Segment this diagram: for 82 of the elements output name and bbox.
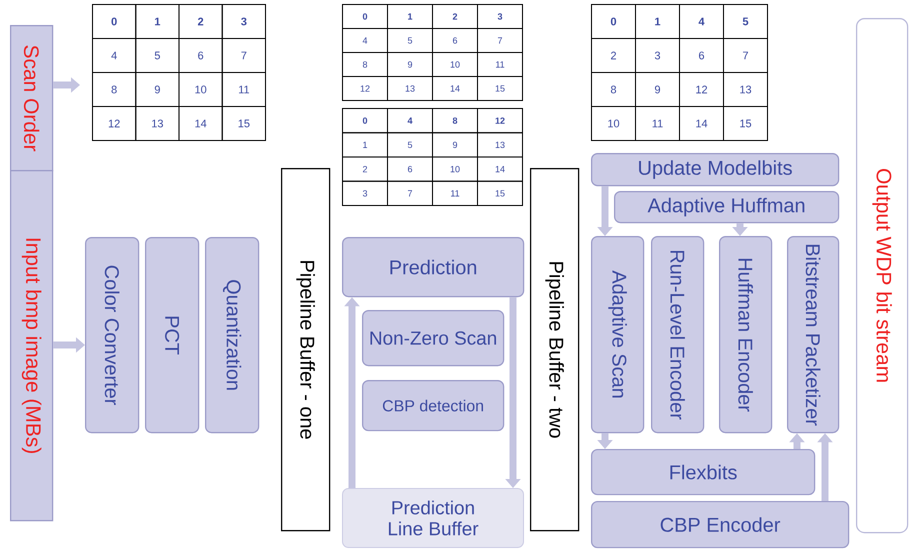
table-cell: 8 [432,108,478,134]
table-cell: 9 [135,72,180,107]
table-cell: 13 [135,106,180,141]
table-cell: 5 [387,28,433,53]
table-cell: 2 [432,4,478,29]
table-cell: 5 [135,38,180,73]
table-cell: 9 [432,132,478,158]
table-cell: 3 [477,4,523,29]
process-box: Color Converter [85,237,140,434]
table-cell: 1 [135,4,180,39]
table-cell: 4 [679,4,724,39]
table-cell: 7 [723,38,768,73]
table-cell: 7 [477,28,523,53]
process-box: CBP detection [362,380,504,432]
table-cell: 8 [92,72,136,107]
table-cell: 3 [342,180,388,206]
process-box: Non-Zero Scan [362,310,504,366]
table-cell: 6 [178,38,223,73]
table-cell: 14 [477,156,523,182]
table-cell: 6 [387,156,433,182]
pipeline-buffer-box: Pipeline Buffer - two [530,168,580,532]
table-cell: 0 [342,4,388,29]
table-cell: 11 [222,72,266,107]
table-cell: 11 [635,106,680,141]
table-cell: 2 [591,38,636,73]
table-cell: 1 [635,4,680,39]
table-cell: 4 [342,28,388,53]
table-cell: 3 [635,38,680,73]
table-cell: 0 [591,4,636,39]
table-cell: 4 [387,108,433,134]
table-cell: 5 [387,132,433,158]
table-cell: 8 [591,72,636,107]
process-box: Update Modelbits [591,153,840,186]
table-cell: 5 [723,4,768,39]
table-cell: 7 [222,38,266,73]
table-cell: 11 [477,52,523,77]
process-box: Bitstream Packetizer [787,236,840,434]
table-cell: 12 [679,72,724,107]
table-cell: 2 [178,4,223,39]
table-cell: 10 [432,52,478,77]
table-cell: 15 [477,180,523,206]
table-cell: 10 [178,72,223,107]
table-cell: 15 [222,106,266,141]
table-cell: 0 [342,108,388,134]
table-cell: 14 [679,106,724,141]
table-cell: 13 [723,72,768,107]
table-cell: 14 [432,76,478,101]
process-box: Prediction [342,237,524,298]
table-cell: 8 [342,52,388,77]
process-box: CBP Encoder [591,501,850,548]
process-box: PCT [145,237,200,434]
table-cell: 1 [387,4,433,29]
table-cell: 6 [679,38,724,73]
table-cell: 9 [635,72,680,107]
table-cell: 12 [92,106,136,141]
process-box: Flexbits [591,449,816,496]
table-cell: 2 [342,156,388,182]
output-box: Output WDP bit stream [856,18,908,534]
table-cell: 13 [477,132,523,158]
table-cell: 0 [92,4,136,39]
pipeline-buffer-box: Pipeline Buffer - one [281,168,330,532]
table-cell: 9 [387,52,433,77]
buffer-box: Prediction Line Buffer [342,488,524,548]
table-cell: 15 [477,76,523,101]
table-cell: 6 [432,28,478,53]
table-cell: 1 [342,132,388,158]
process-box: Adaptive Scan [591,236,644,434]
table-cell: 11 [432,180,478,206]
table-cell: 13 [387,76,433,101]
table-cell: 15 [723,106,768,141]
process-box: Quantization [205,237,260,434]
table-cell: 10 [591,106,636,141]
table-cell: 3 [222,4,266,39]
table-cell: 14 [178,106,223,141]
process-box: Adaptive Huffman [614,191,840,224]
table-cell: 4 [92,38,136,73]
process-box: Run-Level Encoder [651,236,704,434]
table-cell: 10 [432,156,478,182]
process-box: Huffman Encoder [719,236,772,434]
table-cell: 7 [387,180,433,206]
table-cell: 12 [342,76,388,101]
table-cell: 12 [477,108,523,134]
